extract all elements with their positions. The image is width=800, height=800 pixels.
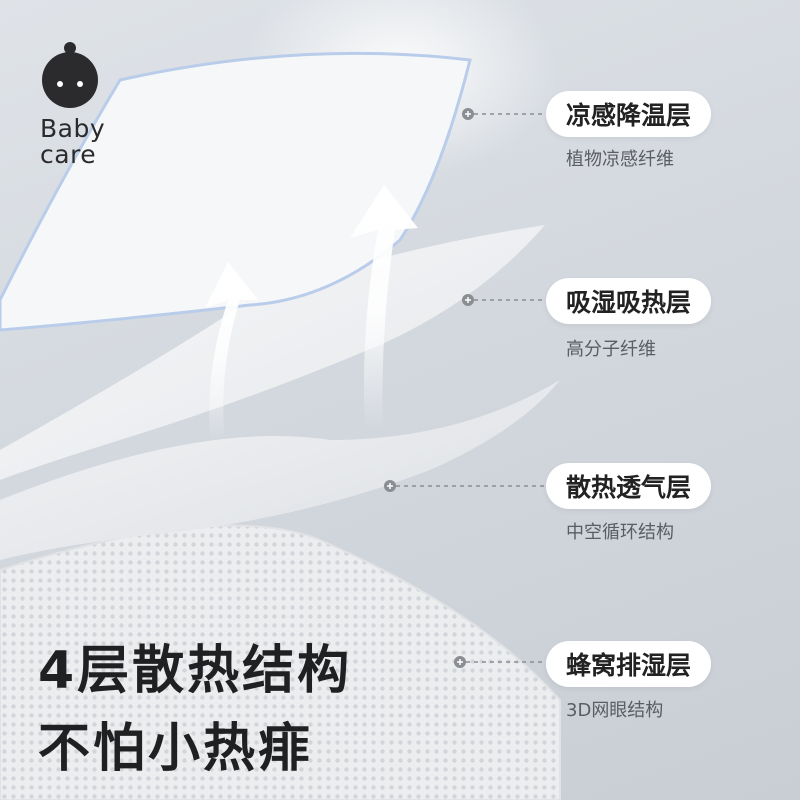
layer-title-absorbent: 吸湿吸热层	[546, 278, 712, 324]
up-arrow-icon	[350, 185, 418, 430]
absorbent-layer	[0, 225, 545, 480]
layer-title-ventilation: 散热透气层	[546, 463, 712, 509]
cooling-layer	[0, 51, 472, 332]
layer-subtitle-cooling: 植物凉感纤维	[566, 149, 674, 170]
layer-subtitle-honeycomb: 3D网眼结构	[566, 700, 664, 721]
headline-line2: 不怕小热痱	[38, 719, 314, 779]
plus-marker-icon	[462, 294, 544, 306]
brand-name-line2: care	[40, 140, 97, 169]
layer-title-cooling: 凉感降温层	[546, 91, 712, 137]
headline-line1: 4层散热结构	[38, 641, 353, 701]
brand-name-line1: Baby	[40, 114, 106, 143]
plus-marker-icon	[384, 480, 544, 492]
layer-subtitle-absorbent: 高分子纤维	[566, 339, 656, 360]
layer-title-honeycomb: 蜂窝排湿层	[546, 641, 712, 687]
plus-marker-icon	[454, 656, 544, 668]
layer-subtitle-ventilation: 中空循环结构	[566, 522, 674, 543]
ventilation-layer	[0, 380, 560, 560]
up-arrow-icon	[205, 262, 258, 440]
baby-face-logo-icon	[42, 42, 98, 108]
plus-marker-icon	[462, 108, 544, 120]
